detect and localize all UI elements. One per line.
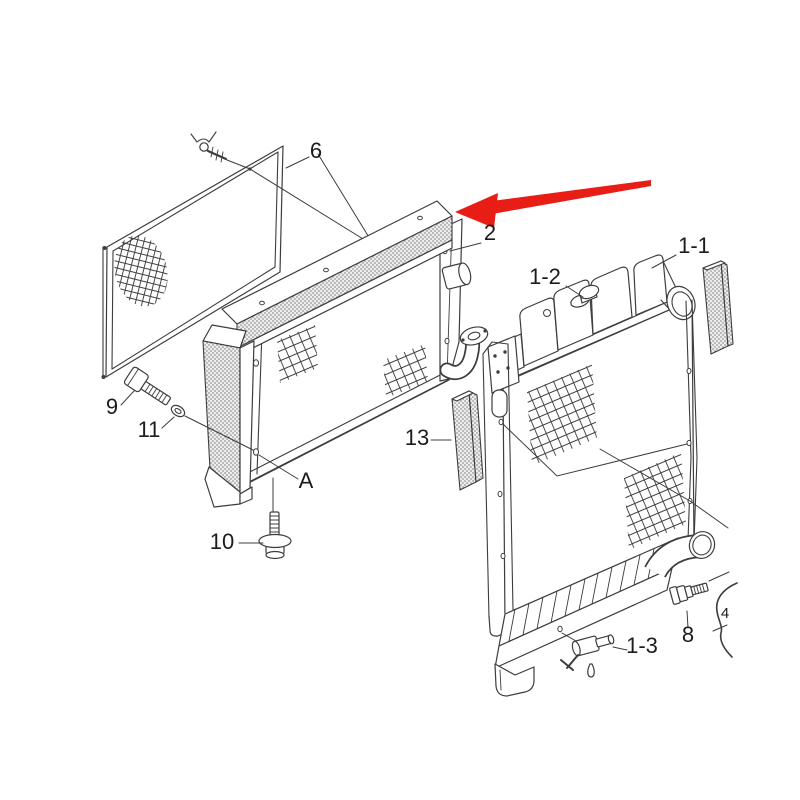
core-fin-patch	[527, 364, 597, 466]
wing-clip-fastener	[190, 131, 228, 163]
part-label-11: 11	[138, 417, 161, 442]
part-label-10: 10	[210, 529, 234, 554]
top-outlet-tube	[660, 260, 696, 321]
part-label-1-1: 1-1	[678, 233, 710, 258]
upper-pipe-stub	[441, 262, 472, 290]
leader-8	[686, 610, 689, 629]
core-fin-patch	[277, 325, 318, 383]
screw-part10	[258, 511, 292, 560]
top-tank	[221, 200, 453, 357]
leader-1-1	[651, 254, 677, 269]
corner-bracket	[487, 335, 520, 394]
filler-neck-and-cap-part1-2	[570, 284, 600, 308]
pipe-flange	[459, 326, 489, 346]
radiator1-top-tank	[487, 254, 696, 394]
screen-net-part6	[101, 131, 371, 379]
radiator-assembly-part1	[482, 254, 729, 697]
pad-projection-line	[502, 423, 688, 477]
lower-elbow-pipe	[439, 326, 489, 381]
rubber-pad-13-right	[702, 260, 734, 355]
part-label-1-3: 1-3	[626, 633, 658, 658]
left-side-tank	[202, 324, 255, 508]
core-fin-patch	[383, 344, 428, 398]
mount-hole-a	[253, 448, 259, 456]
tank-foot	[494, 663, 535, 697]
drain-cock-part1-3	[560, 632, 615, 678]
part-label-4-partial: 4	[721, 605, 729, 622]
part-label-13: 13	[405, 425, 429, 450]
leader-1-3	[612, 646, 628, 651]
bolt-part9	[123, 366, 171, 406]
radiator-core-part2	[202, 200, 489, 508]
leader-6	[285, 156, 310, 169]
partial-callout-4	[712, 582, 738, 658]
bolt-projection-line	[184, 415, 254, 451]
leader-2	[449, 242, 482, 252]
drain-hole	[557, 625, 563, 633]
core-fin-patch	[624, 452, 686, 550]
bottom-outlet-hose	[644, 531, 716, 579]
leader-a	[258, 454, 299, 480]
rubber-pad-13-left	[451, 390, 484, 491]
washer-part11	[170, 404, 186, 418]
part-label-8: 8	[682, 622, 694, 647]
part-label-6: 6	[310, 138, 322, 163]
pad-projection-line	[599, 448, 729, 529]
tank-foot	[204, 466, 241, 508]
right-channel	[685, 299, 698, 544]
label-leaders	[120, 242, 689, 651]
red-arrow	[455, 180, 651, 228]
plug-part8	[669, 571, 730, 605]
clip-projection-line	[226, 159, 369, 243]
bottom-tank	[494, 537, 679, 697]
leader-11	[161, 416, 175, 429]
part-label-a: A	[299, 468, 314, 493]
screen-projection-line	[317, 153, 371, 240]
screen-mesh-texture	[114, 235, 168, 307]
leader-1-2	[565, 285, 584, 298]
part-label-2: 2	[484, 220, 496, 245]
part-label-1-2: 1-2	[529, 264, 561, 289]
leader-9	[120, 390, 135, 406]
part-label-9: 9	[106, 394, 118, 419]
part-labels: 6 2 1-1 1-2 13 A 9 11 10 1-3 8 4	[106, 138, 729, 658]
